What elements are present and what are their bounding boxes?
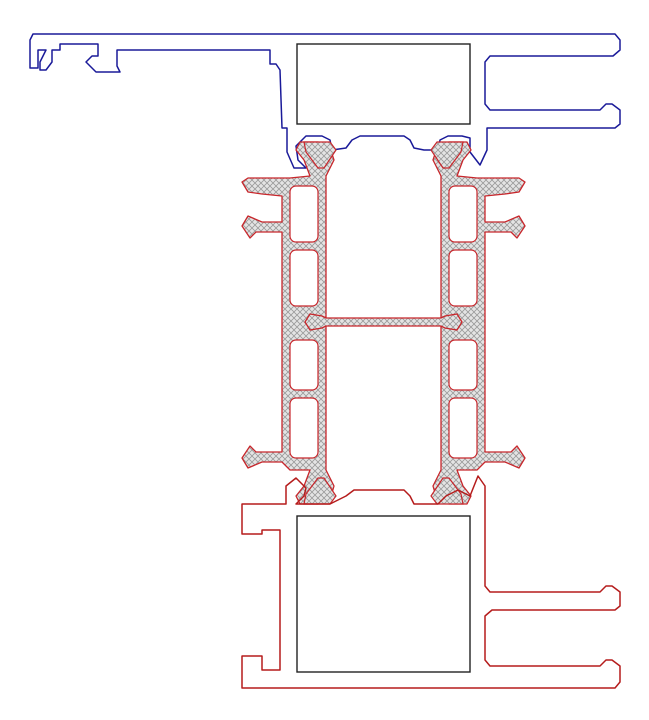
right-wall-chambers [448, 185, 478, 459]
chamber-right-1 [448, 185, 478, 243]
chamber-left-2 [289, 249, 319, 307]
top-glazing-chamber [296, 43, 471, 125]
polyamide-strips [303, 141, 464, 505]
top-frame-profile [29, 33, 621, 169]
chamber-right-4 [448, 397, 478, 459]
chamber-left-1 [289, 185, 319, 243]
strip-top-left [303, 141, 337, 169]
thermal-break-bridge [304, 313, 463, 331]
chamber-left-3 [289, 339, 319, 391]
strip-bottom-right [430, 477, 464, 505]
bottom-glazing-chamber [296, 515, 471, 673]
left-wall-chambers [289, 185, 319, 459]
bottom-frame-profile [241, 475, 621, 689]
chamber-right-2 [448, 249, 478, 307]
chamber-left-4 [289, 397, 319, 459]
chamber-right-3 [448, 339, 478, 391]
strip-top-right [430, 141, 464, 169]
